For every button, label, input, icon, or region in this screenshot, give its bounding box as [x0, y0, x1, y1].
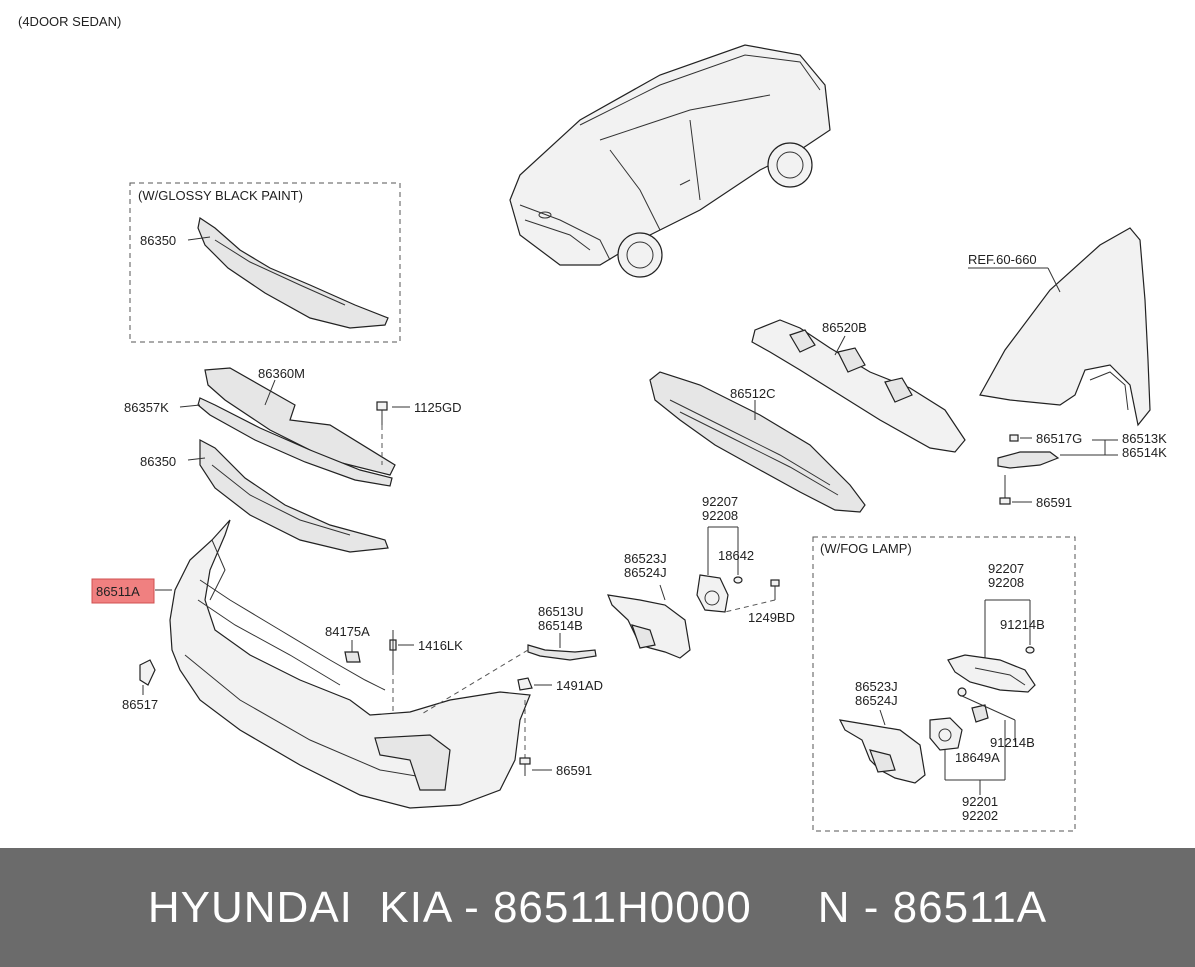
grille-86350-top — [197, 217, 389, 329]
label-86513K: 86513K — [1122, 431, 1167, 446]
screw-86591-right — [999, 475, 1032, 505]
variant-label: (4DOOR SEDAN) — [18, 14, 121, 29]
car-illustration — [509, 44, 831, 278]
label-86591-right: 86591 — [1036, 495, 1072, 510]
label-1491AD: 1491AD — [556, 678, 603, 693]
grille-86350-mid — [199, 439, 389, 553]
label-86524J: 86524J — [624, 565, 667, 580]
fog-label-92207: 92207 — [988, 561, 1024, 576]
clip-1491AD — [517, 677, 552, 691]
strip-86513U — [419, 633, 597, 716]
label-86357K: 86357K — [124, 400, 169, 415]
fog-lamp-box — [812, 536, 1076, 832]
fog-lamp-92207 — [696, 526, 743, 613]
screw-86591-bottom — [519, 700, 552, 776]
fog-label-91214B-top: 91214B — [1000, 617, 1045, 632]
label-1249BD: 1249BD — [748, 610, 795, 625]
parts-diagram: (4DOOR SEDAN) (W/GLOSSY BLACK PAINT) 863… — [18, 14, 1167, 832]
label-1125GD: 1125GD — [414, 400, 461, 415]
grille-bracket-86360M — [204, 367, 396, 476]
bracket-86513K — [997, 434, 1118, 469]
label-86511A: 86511A — [96, 584, 140, 599]
fog-lamp-92201 — [929, 687, 1016, 751]
label-plate-84175A — [344, 640, 361, 663]
label-86517: 86517 — [122, 697, 158, 712]
label-86512C: 86512C — [730, 386, 776, 401]
clip-86517 — [139, 659, 156, 695]
screw-1416LK — [389, 630, 414, 712]
fog-lamp-92207-assembly — [947, 654, 1036, 693]
label-86523J: 86523J — [624, 551, 667, 566]
label-86591-bottom: 86591 — [556, 763, 592, 778]
label-86513U: 86513U — [538, 604, 584, 619]
label-18642: 18642 — [718, 548, 754, 563]
bolt-1249BD — [724, 579, 780, 613]
label-86350-top: 86350 — [140, 233, 176, 248]
fog-label-92202: 92202 — [962, 808, 998, 823]
label-86517G: 86517G — [1036, 431, 1082, 446]
fog-cover-86523J — [607, 594, 691, 659]
label-86350-mid: 86350 — [140, 454, 176, 469]
front-bumper-cover — [169, 519, 531, 809]
bolt-1125GD — [376, 401, 410, 465]
fog-label-86523J: 86523J — [855, 679, 898, 694]
glossy-paint-label: (W/GLOSSY BLACK PAINT) — [138, 188, 303, 203]
energy-absorber-86520B — [751, 319, 966, 453]
label-92207: 92207 — [702, 494, 738, 509]
fog-label-92201: 92201 — [962, 794, 998, 809]
label-86360M: 86360M — [258, 366, 305, 381]
garnish-86357K — [197, 397, 393, 487]
label-84175A: 84175A — [325, 624, 370, 639]
glossy-paint-box — [129, 182, 401, 343]
fog-label-86524J: 86524J — [855, 693, 898, 708]
fog-label-92208: 92208 — [988, 575, 1024, 590]
highlight-86511A — [91, 578, 155, 604]
fog-label-18649A: 18649A — [955, 750, 1000, 765]
label-1416LK: 1416LK — [418, 638, 463, 653]
fog-cover-86523J-fog — [838, 719, 926, 784]
label-86514B: 86514B — [538, 618, 583, 633]
fog-label-91214B-bottom: 91214B — [990, 735, 1035, 750]
fog-lamp-label: (W/FOG LAMP) — [820, 541, 912, 556]
part-number-footer: HYUNDAI KIA - 86511H0000 N - 86511A — [0, 848, 1195, 967]
fender-ref — [979, 227, 1151, 427]
label-92208: 92208 — [702, 508, 738, 523]
label-86514K: 86514K — [1122, 445, 1167, 460]
lower-grille-86512C — [649, 371, 866, 513]
label-86520B: 86520B — [822, 320, 867, 335]
ref-label: REF.60-660 — [968, 252, 1037, 267]
